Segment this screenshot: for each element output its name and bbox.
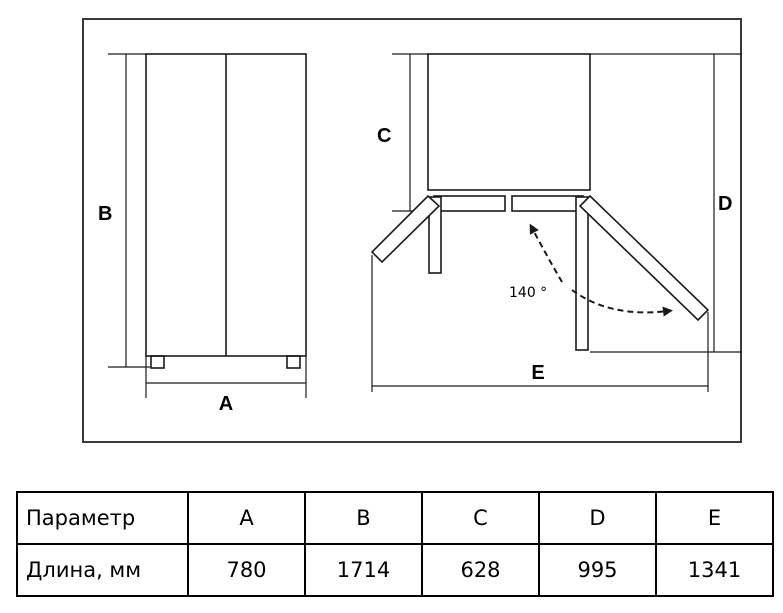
door-right-140deg bbox=[578, 194, 710, 322]
door-left-90deg bbox=[428, 196, 442, 274]
label-b: B bbox=[98, 203, 112, 225]
table-header-row: Параметр A B C D E bbox=[16, 491, 774, 545]
table-cell: 1341 bbox=[655, 543, 774, 597]
table-cell: E bbox=[655, 491, 774, 545]
top-view: C D E 140 ° bbox=[370, 53, 742, 392]
left-foot bbox=[150, 355, 165, 369]
label-e: E bbox=[531, 362, 544, 384]
table-cell: D bbox=[538, 491, 657, 545]
label-a: A bbox=[219, 393, 233, 415]
table-cell: Параметр bbox=[16, 491, 189, 545]
table-cell: 780 bbox=[187, 543, 306, 597]
table-cell: B bbox=[304, 491, 423, 545]
diagram-frame bbox=[82, 18, 742, 443]
angle-label: 140 ° bbox=[509, 285, 547, 301]
door-closed-left bbox=[433, 195, 506, 212]
door-right-90deg bbox=[575, 196, 589, 351]
swing-arrow-up bbox=[529, 223, 563, 283]
parameters-table: Параметр A B C D E Длина, мм 780 1714 62… bbox=[16, 491, 774, 597]
door-closed-right bbox=[511, 195, 584, 212]
right-foot bbox=[286, 355, 301, 369]
table-cell: 995 bbox=[538, 543, 657, 597]
label-c: C bbox=[377, 125, 391, 147]
fridge-dimensions-diagram: A B C D E 140 ° bbox=[98, 53, 742, 415]
table-cell: 1714 bbox=[304, 543, 423, 597]
fridge-body-top bbox=[427, 53, 591, 191]
front-view: A B bbox=[98, 53, 307, 415]
table-cell: 628 bbox=[421, 543, 540, 597]
table-cell: Длина, мм bbox=[16, 543, 189, 597]
table-row: Длина, мм 780 1714 628 995 1341 bbox=[16, 543, 774, 597]
table-cell: A bbox=[187, 491, 306, 545]
table-cell: C bbox=[421, 491, 540, 545]
label-d: D bbox=[718, 193, 732, 215]
door-left-140deg bbox=[370, 194, 441, 264]
